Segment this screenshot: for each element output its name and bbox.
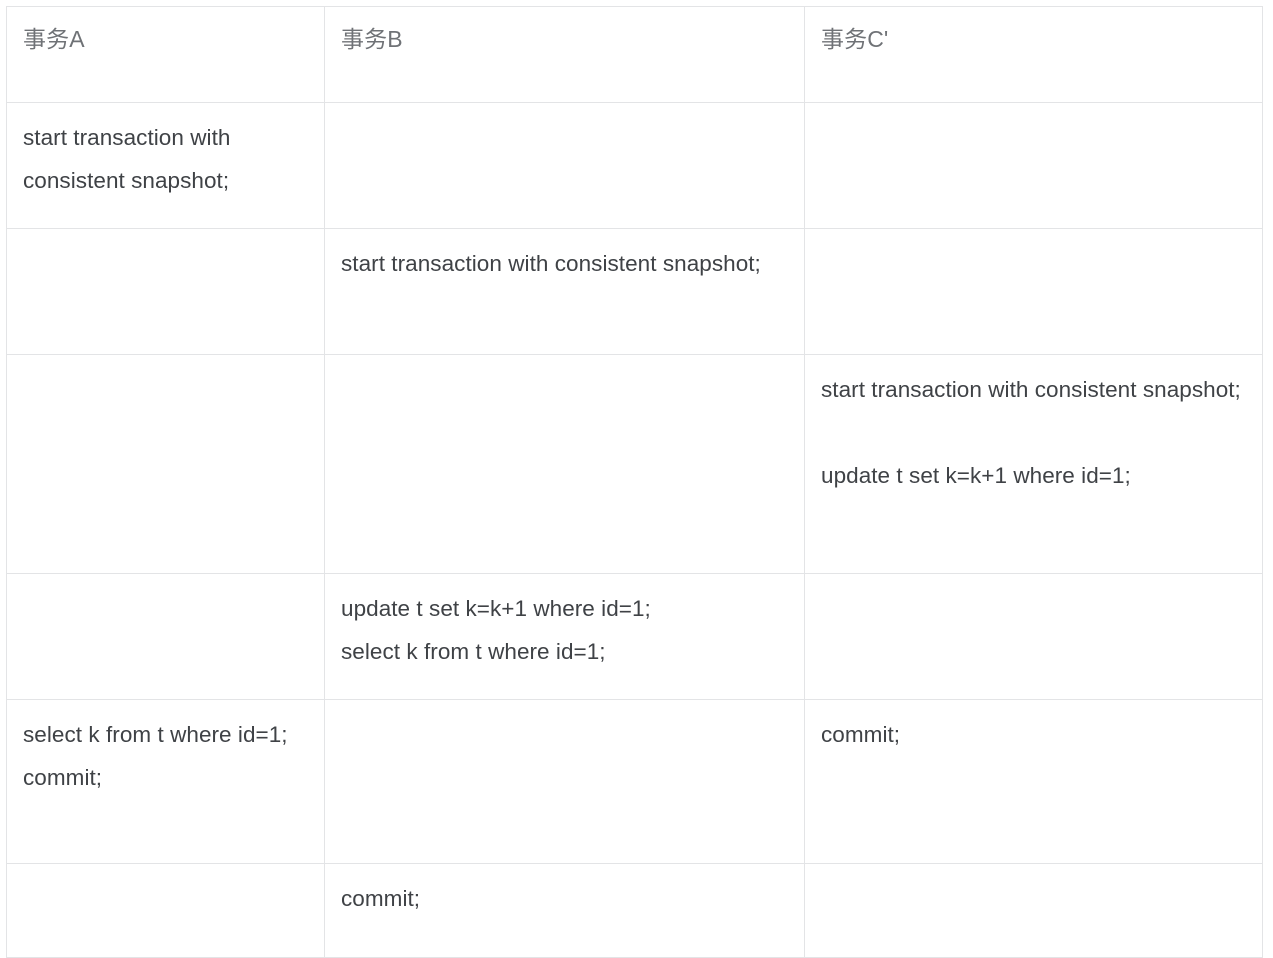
cell-row3-col-a [6, 354, 325, 574]
table-row: update t set k=k+1 where id=1; select k … [6, 573, 1263, 700]
cell-text [341, 713, 790, 714]
cell-row6-col-b: commit; [324, 863, 805, 958]
cell-row6-col-a [6, 863, 325, 958]
table-body: start transaction with consistent snapsh… [6, 102, 1263, 958]
cell-row2-col-c [804, 228, 1263, 355]
cell-row2-col-b: start transaction with consistent snapsh… [324, 228, 805, 355]
cell-row2-col-a [6, 228, 325, 355]
cell-text [821, 587, 1248, 588]
cell-text: start transaction with consistent snapsh… [821, 377, 1241, 488]
cell-text: commit; [341, 886, 421, 911]
cell-text: start transaction with consistent snapsh… [23, 125, 231, 193]
column-header-transaction-c: 事务C' [804, 6, 1263, 103]
cell-row6-col-c [804, 863, 1263, 958]
table-header: 事务A 事务B 事务C' [6, 6, 1263, 103]
cell-text [821, 877, 1248, 878]
cell-text [23, 242, 310, 243]
cell-row1-col-a: start transaction with consistent snapsh… [6, 102, 325, 229]
cell-text: start transaction with consistent snapsh… [341, 251, 761, 276]
cell-row5-col-a: select k from t where id=1; commit; [6, 699, 325, 864]
cell-row5-col-b [324, 699, 805, 864]
cell-text [341, 368, 790, 369]
cell-text [23, 368, 310, 369]
table-row: start transaction with consistent snapsh… [6, 102, 1263, 229]
table-row: start transaction with consistent snapsh… [6, 228, 1263, 355]
cell-row3-col-c: start transaction with consistent snapsh… [804, 354, 1263, 574]
transaction-timeline-table: 事务A 事务B 事务C' start transaction with cons… [6, 6, 1263, 958]
cell-row4-col-c [804, 573, 1263, 700]
cell-row5-col-c: commit; [804, 699, 1263, 864]
cell-row4-col-b: update t set k=k+1 where id=1; select k … [324, 573, 805, 700]
table-row: start transaction with consistent snapsh… [6, 354, 1263, 574]
cell-text: select k from t where id=1; commit; [23, 722, 288, 790]
cell-row3-col-b [324, 354, 805, 574]
cell-text [821, 242, 1248, 243]
table-row: commit; [6, 863, 1263, 958]
cell-row4-col-a [6, 573, 325, 700]
table-header-row: 事务A 事务B 事务C' [6, 6, 1263, 103]
cell-text [23, 587, 310, 588]
page-root: 事务A 事务B 事务C' start transaction with cons… [6, 6, 1263, 958]
cell-text: commit; [821, 722, 901, 747]
column-header-transaction-b: 事务B [324, 6, 805, 103]
table-row: select k from t where id=1; commit; comm… [6, 699, 1263, 864]
cell-text [821, 116, 1248, 117]
cell-text [341, 116, 790, 117]
column-header-transaction-a: 事务A [6, 6, 325, 103]
cell-row1-col-b [324, 102, 805, 229]
cell-text [23, 877, 310, 878]
cell-text: update t set k=k+1 where id=1; select k … [341, 596, 651, 664]
cell-row1-col-c [804, 102, 1263, 229]
